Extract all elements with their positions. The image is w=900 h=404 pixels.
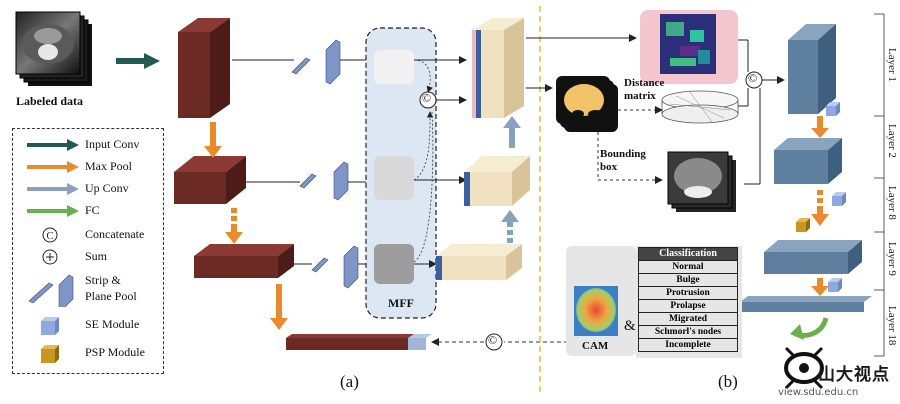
classifier-pool-arrows <box>811 116 829 296</box>
classifier-block-3 <box>764 240 862 274</box>
concat-symbol: © <box>488 333 498 347</box>
input-ct-stack <box>15 11 92 86</box>
legend-label: Max Pool <box>85 159 133 173</box>
layer-label: Layer 2 <box>886 124 898 158</box>
encoder-block-3 <box>194 244 294 278</box>
fc-arrow-head <box>790 324 804 340</box>
classification-row: Incomplete <box>638 338 738 352</box>
distance-matrix-label: Distance matrix <box>624 77 664 103</box>
legend-label: PSP Module <box>85 345 145 359</box>
skip-connection-3 <box>294 245 372 289</box>
watermark-logo-icon <box>784 346 824 390</box>
legend-label: Concatenate <box>85 227 145 241</box>
psp-module-icon <box>41 345 59 363</box>
legend-label: Up Conv <box>85 181 129 195</box>
panel-a-label: (a) <box>340 372 359 391</box>
classification-row: Prolapse <box>638 299 738 313</box>
classification-row: Migrated <box>638 312 738 326</box>
bottleneck-block <box>286 334 432 350</box>
sum-icon <box>42 249 58 265</box>
legend-row: Sum <box>13 247 163 269</box>
right-concat <box>738 39 785 185</box>
mff-label: MFF <box>388 296 414 310</box>
skip-connection-2 <box>246 161 372 201</box>
legend-box: Input Conv Max Pool Up Conv FC C Concate… <box>12 128 164 374</box>
distance-mesh-image <box>661 90 739 124</box>
concatenate-icon: C <box>42 227 58 243</box>
legend-row: C Concatenate <box>13 225 163 247</box>
distance-heatmap-image <box>640 10 738 84</box>
dark-teal-arrow-icon <box>27 139 79 151</box>
bounding-box-ct-stack <box>667 151 736 212</box>
legend-row: Strip & Plane Pool <box>13 271 163 311</box>
preprocess-arrows <box>597 106 663 184</box>
legend-row: Up Conv <box>13 179 163 201</box>
legend-row: Max Pool <box>13 157 163 179</box>
classification-table: Classification Normal Bulge Protrusion P… <box>638 247 738 352</box>
layer-label: Layer 9 <box>886 242 898 276</box>
legend-label: Sum <box>85 249 108 263</box>
legend-label: Strip & <box>85 273 121 287</box>
svg-text:C: C <box>46 230 53 242</box>
mff-module <box>365 27 467 319</box>
cam-label: CAM <box>582 340 609 352</box>
watermark-url: view.sdu.edu.cn <box>778 387 859 398</box>
decoder-block-1 <box>472 18 524 118</box>
classifier-block-2 <box>774 138 842 184</box>
decoder-block-2 <box>464 156 530 206</box>
watermark-text: 山大视点 <box>818 365 890 385</box>
layer-brackets <box>874 13 885 357</box>
orange-arrow-icon <box>27 161 79 173</box>
psp-module-block <box>796 218 810 232</box>
distance-matrix-line1: Distance <box>624 77 665 89</box>
input-caption: Labeled data <box>16 94 84 108</box>
strip-plane-pool-icon <box>28 274 74 307</box>
classification-header: Classification <box>638 247 738 261</box>
classifier-fc-bar <box>740 296 872 312</box>
bounding-box-line1: Bounding <box>600 148 646 160</box>
classification-row: Normal <box>638 260 738 274</box>
encoder-block-1 <box>178 18 230 118</box>
ampersand-label: & <box>624 318 636 334</box>
legend-row: FC <box>13 201 163 223</box>
se-module-icon <box>41 317 59 335</box>
layer-label: Layer 18 <box>886 306 898 346</box>
panel-b-label: (b) <box>718 372 738 391</box>
legend-row: SE Module <box>13 315 163 337</box>
decoder-block-3 <box>436 244 522 280</box>
legend-label: Plane Pool <box>85 289 137 303</box>
classification-row: Schmorl's nodes <box>638 325 738 339</box>
input-conv-arrow <box>116 53 160 69</box>
layer-label: Layer 1 <box>886 48 898 82</box>
segmentation-mask-stack <box>556 76 618 132</box>
classification-row: Bulge <box>638 273 738 287</box>
skip-connection-1 <box>232 39 372 85</box>
concat-symbol: © <box>748 71 758 85</box>
bottom-concat-path <box>431 333 568 351</box>
gray-blue-arrow-icon <box>27 183 79 195</box>
legend-row: Input Conv <box>13 135 163 157</box>
legend-label: SE Module <box>85 317 140 331</box>
up-conv-arrows <box>501 116 521 243</box>
legend-label: FC <box>85 203 100 217</box>
se-module-blocks <box>826 102 846 292</box>
classifier-block-1 <box>788 24 836 114</box>
bounding-box-label: Bounding box <box>600 148 646 174</box>
output-arrows <box>526 34 637 92</box>
legend-label: Input Conv <box>85 137 140 151</box>
concat-symbol: © <box>422 91 432 105</box>
bounding-box-line2: box <box>600 161 618 173</box>
max-pool-arrows <box>204 122 288 330</box>
distance-matrix-line2: matrix <box>624 90 656 102</box>
classification-row: Protrusion <box>638 286 738 300</box>
layer-label: Layer 8 <box>886 186 898 220</box>
green-arrow-icon <box>27 205 79 217</box>
legend-row: PSP Module <box>13 343 163 365</box>
encoder-block-2 <box>174 156 246 204</box>
